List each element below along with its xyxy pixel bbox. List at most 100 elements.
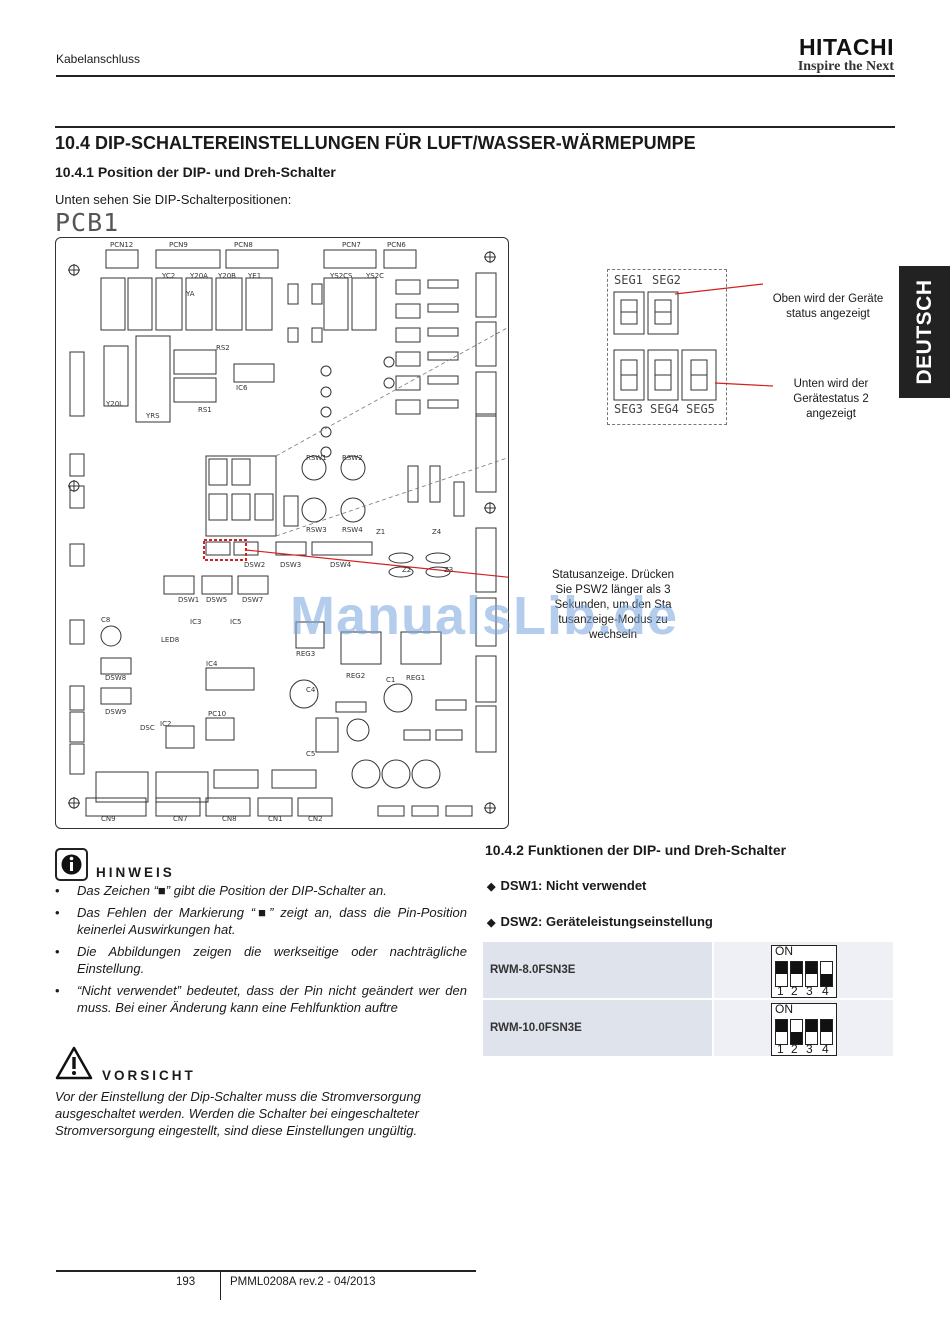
footer-divider — [220, 1272, 221, 1300]
svg-text:LED8: LED8 — [161, 636, 179, 644]
note-item: Die Abbildungen zeigen die werkseitige o… — [55, 943, 467, 977]
seg-label-bottom-3: SEG5 — [686, 402, 715, 416]
dip-switch-2 — [790, 1019, 803, 1045]
dip-switch-knob — [806, 1020, 817, 1032]
svg-text:C4: C4 — [306, 686, 316, 694]
dip-cell: ON 1 2 3 4 — [714, 942, 893, 998]
diamond-icon: ◆ — [487, 917, 496, 929]
svg-text:PCN8: PCN8 — [234, 241, 253, 249]
model-cell: RWM-10.0FSN3E — [483, 1000, 712, 1056]
svg-text:IC6: IC6 — [236, 384, 248, 392]
note-item: Das Zeichen “■” gibt die Position der DI… — [55, 882, 467, 899]
svg-text:DSW9: DSW9 — [105, 708, 126, 716]
svg-text:CN1: CN1 — [268, 815, 283, 823]
seg-label-bottom-2: SEG4 — [650, 402, 679, 416]
svg-text:Z1: Z1 — [376, 528, 385, 536]
svg-text:CN9: CN9 — [101, 815, 116, 823]
svg-text:RS2: RS2 — [216, 344, 230, 352]
note-title: HINWEIS — [96, 865, 175, 880]
svg-text:DSC: DSC — [140, 724, 155, 732]
caution-text: Vor der Einstellung der Dip-Schalter mus… — [55, 1089, 421, 1138]
svg-text:DSW1: DSW1 — [178, 596, 199, 604]
dip-switch-3 — [805, 961, 818, 987]
svg-text:YS2C: YS2C — [365, 272, 384, 280]
dsw2-label: DSW2: Geräteleistungseinstellung — [500, 914, 713, 929]
callout-pointer-lines — [674, 283, 774, 387]
dip-switch-knob — [806, 962, 817, 974]
svg-text:RSW2: RSW2 — [342, 454, 363, 462]
svg-text:YA: YA — [185, 290, 195, 298]
diamond-icon: ◆ — [487, 881, 496, 893]
svg-text:RSW4: RSW4 — [342, 526, 363, 534]
segment-display-detail: SEG1 SEG2 SEG3 SEG4 SEG5 — [607, 269, 727, 425]
dip-number: 1 — [777, 1042, 784, 1056]
note-list: Das Zeichen “■” gibt die Position der DI… — [55, 882, 467, 1021]
brand-name: HITACHI — [798, 34, 894, 60]
svg-text:CN8: CN8 — [222, 815, 237, 823]
dip-on-label: ON — [775, 1002, 793, 1016]
dsw2-item: ◆ DSW2: Geräteleistungseinstellung — [487, 914, 713, 929]
svg-text:IC4: IC4 — [206, 660, 218, 668]
brand-slogan: Inspire the Next — [797, 59, 894, 74]
note-item: “Nicht verwendet” bedeutet, dass der Pin… — [55, 982, 467, 1016]
svg-text:DSW3: DSW3 — [280, 561, 301, 569]
segment-display-drawing — [613, 291, 717, 401]
svg-text:RSW1: RSW1 — [306, 454, 327, 462]
svg-text:REG3: REG3 — [296, 650, 315, 658]
note-item: Das Fehlen der Markierung “■” zeigt an, … — [55, 904, 467, 938]
dip-switch-knob — [776, 1020, 787, 1032]
subsection-heading: 10.4.1 Position der DIP- und Dreh-Schalt… — [55, 164, 336, 180]
svg-text:C1: C1 — [386, 676, 395, 684]
dip-number: 1 — [777, 984, 784, 998]
psw2-highlight — [203, 539, 247, 561]
svg-text:Y20A: Y20A — [189, 272, 208, 280]
svg-text:RS1: RS1 — [198, 406, 212, 414]
warning-icon — [55, 1046, 93, 1080]
dip-switch-knob — [791, 962, 802, 974]
table-row: RWM-8.0FSN3E ON 1 2 3 4 — [483, 942, 893, 998]
svg-text:YE1: YE1 — [247, 272, 261, 280]
dsw1-label: DSW1: Nicht verwendet — [500, 878, 647, 893]
svg-text:IC2: IC2 — [160, 720, 171, 728]
dip-switch-3 — [805, 1019, 818, 1045]
footer-rule — [56, 1270, 476, 1272]
dip-switch-4 — [820, 961, 833, 987]
dip-switch-diagram: ON 1 2 3 4 — [771, 1002, 837, 1056]
page-number: 193 — [176, 1276, 196, 1288]
info-icon — [55, 848, 88, 881]
svg-text:PCN6: PCN6 — [387, 241, 406, 249]
svg-text:Y20B: Y20B — [217, 272, 236, 280]
svg-text:YS2CS: YS2CS — [329, 272, 353, 280]
svg-text:DSW8: DSW8 — [105, 674, 126, 682]
dip-number: 3 — [806, 1042, 813, 1056]
dip-switch-knob — [821, 974, 832, 986]
dip-cell: ON 1 2 3 4 — [714, 1000, 893, 1056]
section-heading: 10.4 DIP-SCHALTEREINSTELLUNGEN FÜR LUFT/… — [55, 133, 696, 153]
seg-label-top-2: SEG2 — [652, 273, 681, 287]
seg-label-top-1: SEG1 — [614, 273, 643, 287]
brand-logo: HITACHI Inspire the Next — [798, 36, 894, 75]
svg-text:IC5: IC5 — [230, 618, 241, 626]
intro-text: Unten sehen Sie DIP-Schalterpositionen: — [55, 192, 292, 207]
dip-on-label: ON — [775, 944, 793, 958]
svg-text:C8: C8 — [101, 616, 110, 624]
table-row: RWM-10.0FSN3E ON 1 2 3 4 — [483, 1000, 893, 1056]
callout-top-status: Oben wird der Geräte status angezeigt — [772, 293, 884, 320]
svg-text:Y20L: Y20L — [105, 400, 123, 408]
svg-text:CN7: CN7 — [173, 815, 188, 823]
section-rule — [55, 126, 895, 128]
document-id: PMML0208A rev.2 - 04/2013 — [230, 1276, 376, 1288]
dip-switch-4 — [820, 1019, 833, 1045]
seg-label-bottom-1: SEG3 — [614, 402, 643, 416]
caution-title: VORSICHT — [102, 1068, 196, 1083]
svg-text:Z3: Z3 — [444, 566, 453, 574]
svg-text:RSW3: RSW3 — [306, 526, 327, 534]
svg-text:PCN7: PCN7 — [342, 241, 361, 249]
svg-text:Z2: Z2 — [402, 566, 411, 574]
header-section-title: Kabelanschluss — [56, 52, 141, 66]
dip-number: 3 — [806, 984, 813, 998]
dsw1-item: ◆ DSW1: Nicht verwendet — [487, 878, 646, 893]
svg-text:CN2: CN2 — [308, 815, 323, 823]
